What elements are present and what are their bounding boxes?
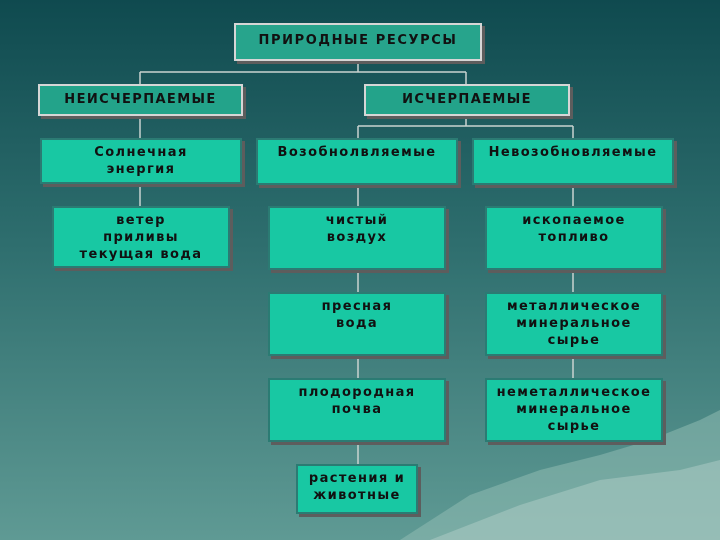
renewable-item-plants-animals: растения и животные [296, 464, 418, 514]
nonrenewable-item-fossil-fuel: ископаемое топливо [485, 206, 663, 270]
renewable-item-fertile-soil: плодородная почва [268, 378, 446, 442]
solar-energy-node: Солнечная энергия [40, 138, 242, 184]
exhaustible-node: ИСЧЕРПАЕМЫЕ [364, 84, 570, 116]
nonexhaustible-node: НЕИСЧЕРПАЕМЫЕ [38, 84, 243, 116]
nonrenewable-node: Невозобновляемые [472, 138, 674, 185]
renewable-item-clean-air: чистый воздух [268, 206, 446, 270]
root-node: ПРИРОДНЫЕ РЕСУРСЫ [234, 23, 482, 61]
renewable-node: Возобнолвляемые [256, 138, 458, 185]
nonrenewable-item-nonmetallic-minerals: неметаллическое минеральное сырье [485, 378, 663, 442]
nonexhaustible-examples-node: ветер приливы текущая вода [52, 206, 230, 268]
renewable-item-fresh-water: пресная вода [268, 292, 446, 356]
nonrenewable-item-metallic-minerals: металлическое минеральное сырье [485, 292, 663, 356]
